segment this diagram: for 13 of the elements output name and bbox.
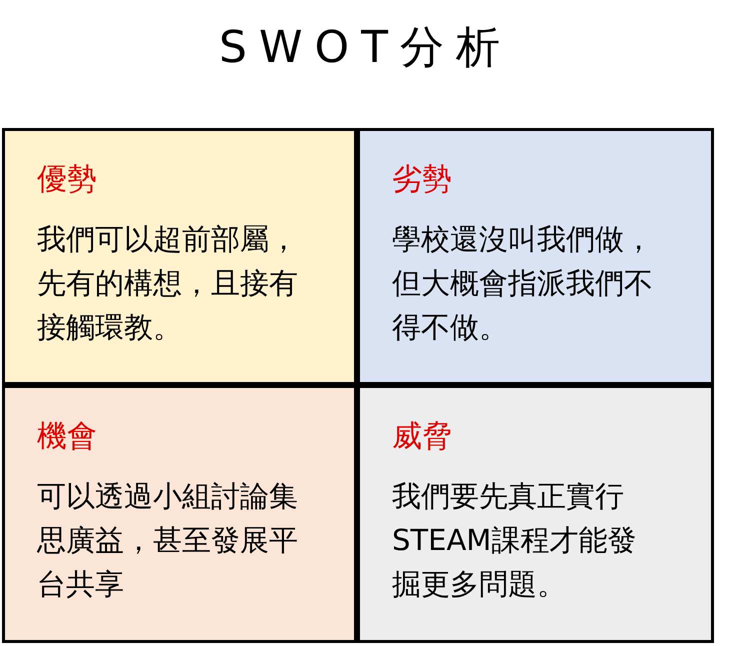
quadrant-text: 我們可以超前部屬，先有的構想，且接有接觸環教。 [37, 221, 299, 346]
quadrant-box [357, 385, 714, 643]
quadrant-heading: 優勢 [37, 161, 97, 199]
quadrant-text: 可以透過小組討論集思廣益，甚至發展平台共享 [37, 478, 299, 603]
quadrant-heading: 機會 [37, 418, 97, 456]
quadrant-text: 我們要先真正實行STEAM課程才能發掘更多問題。 [392, 478, 638, 603]
quadrant-box [357, 128, 714, 385]
quadrant-text: 學校還沒叫我們做，但大概會指派我們不得不做。 [392, 221, 654, 346]
quadrant-box [2, 128, 357, 385]
quadrant-heading: 威脅 [392, 418, 452, 456]
quadrant-box [2, 385, 357, 643]
quadrant-heading: 劣勢 [392, 161, 452, 199]
title: SWOT分析 [218, 21, 513, 75]
